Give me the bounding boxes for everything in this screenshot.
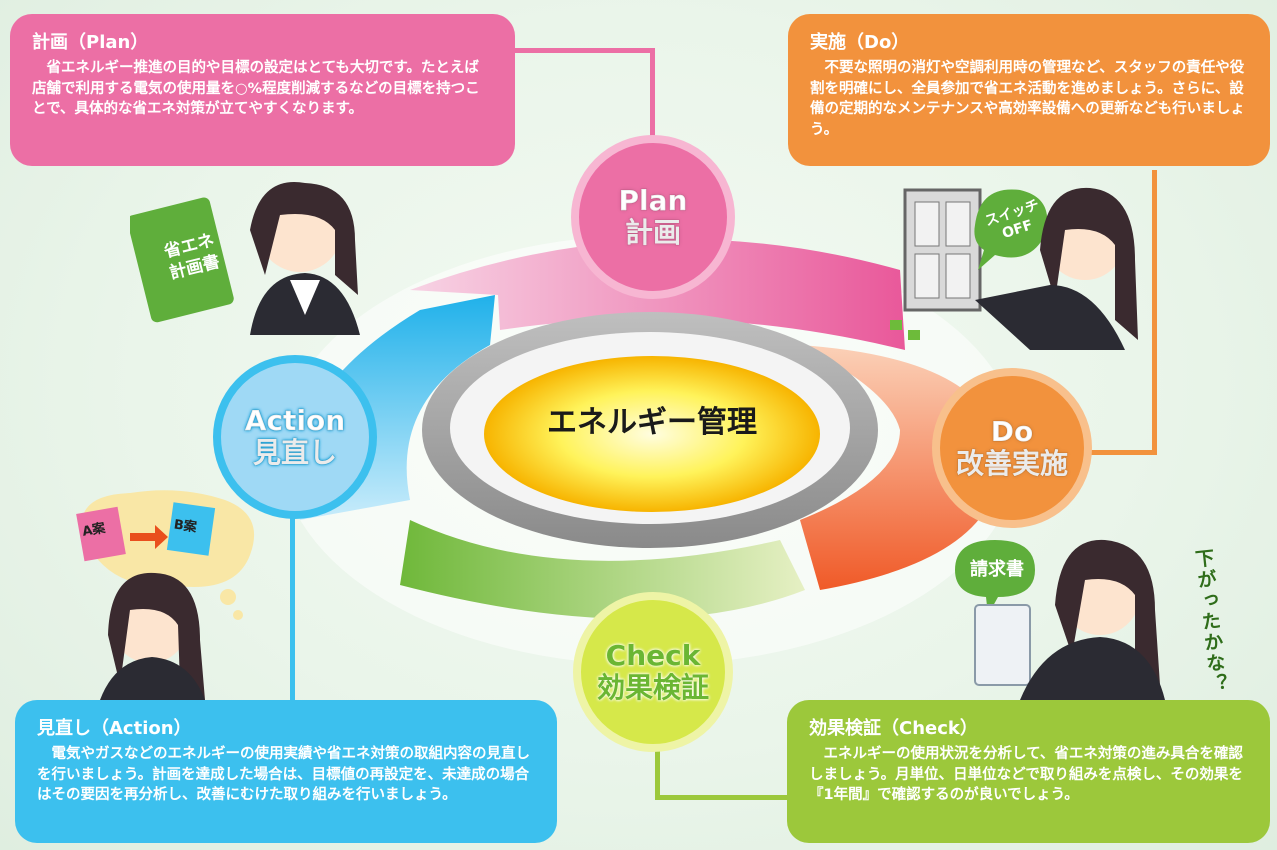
do-circle-jp: 改善実施	[955, 447, 1069, 481]
card-b-label: B案	[172, 517, 198, 536]
do-circle[interactable]: Do 改善実施	[932, 368, 1092, 528]
plan-connector	[515, 48, 655, 53]
plan-title: 計画（Plan）	[32, 32, 149, 53]
check-connector-h	[655, 795, 795, 800]
do-speech-bubble	[974, 189, 1048, 270]
do-connector	[1152, 170, 1157, 455]
card-b	[166, 502, 216, 556]
action-connector	[290, 480, 295, 710]
action-title: 見直し（Action）	[37, 718, 192, 739]
do-box: 実施（Do） 不要な照明の消灯や空調利用時の管理など、スタッフの責任や役割を明確…	[788, 14, 1270, 166]
card-a	[76, 506, 126, 562]
do-title: 実施（Do）	[810, 32, 910, 53]
action-circle-jp: 見直し	[252, 436, 338, 470]
check-body: エネルギーの使用状況を分析して、省エネ対策の進み具合を確認しましょう。月単位、日…	[809, 746, 1243, 803]
bill-paper	[974, 604, 1031, 686]
card-a-label: A案	[81, 521, 107, 540]
plan-circle-jp: 計画	[624, 216, 682, 250]
plan-body: 省エネルギー推進の目的や目標の設定はとても大切です。たとえば店舗で利用する電気の…	[32, 60, 480, 117]
action-body: 電気やガスなどのエネルギーの使用実績や省エネ対策の取組内容の見直しを行いましょう…	[37, 746, 530, 803]
center-label: エネルギー管理	[547, 405, 757, 440]
check-speech-bubble	[955, 540, 1035, 615]
plan-circle-en: Plan	[618, 184, 688, 218]
check-person-suit	[1020, 637, 1165, 700]
plan-illustration: 省エネ計画書	[127, 175, 390, 335]
check-circle-en: Check	[605, 639, 701, 672]
check-segment	[400, 520, 805, 619]
action-circle[interactable]: Action 見直し	[213, 355, 377, 519]
plan-book	[127, 197, 234, 323]
action-circle-en: Action	[244, 404, 346, 438]
check-box: 効果検証（Check） エネルギーの使用状況を分析して、省エネ対策の進み具合を確…	[787, 700, 1270, 843]
action-illustration: A案 B案	[60, 485, 275, 700]
check-circle-jp: 効果検証	[596, 671, 709, 704]
action-box: 見直し（Action） 電気やガスなどのエネルギーの使用実績や省エネ対策の取組内…	[15, 700, 557, 843]
center-ellipse	[484, 356, 820, 512]
check-circle[interactable]: Check 効果検証	[573, 592, 733, 752]
do-connector-h	[1065, 450, 1157, 455]
check-title: 効果検証（Check）	[809, 718, 978, 739]
do-body: 不要な照明の消灯や空調利用時の管理など、スタッフの責任や役割を明確にし、全員参加…	[810, 60, 1245, 138]
plan-box: 計画（Plan） 省エネルギー推進の目的や目標の設定はとても大切です。たとえば店…	[10, 14, 515, 166]
do-circle-en: Do	[990, 415, 1034, 449]
arrow	[130, 525, 168, 549]
check-illustration: 請求書	[950, 525, 1200, 700]
plan-circle[interactable]: Plan 計画	[571, 135, 735, 299]
action-person-suit	[100, 657, 205, 700]
do-person-suit	[975, 285, 1125, 350]
plan-connector-v	[650, 48, 655, 158]
check-bubble-text: 請求書	[970, 559, 1024, 580]
